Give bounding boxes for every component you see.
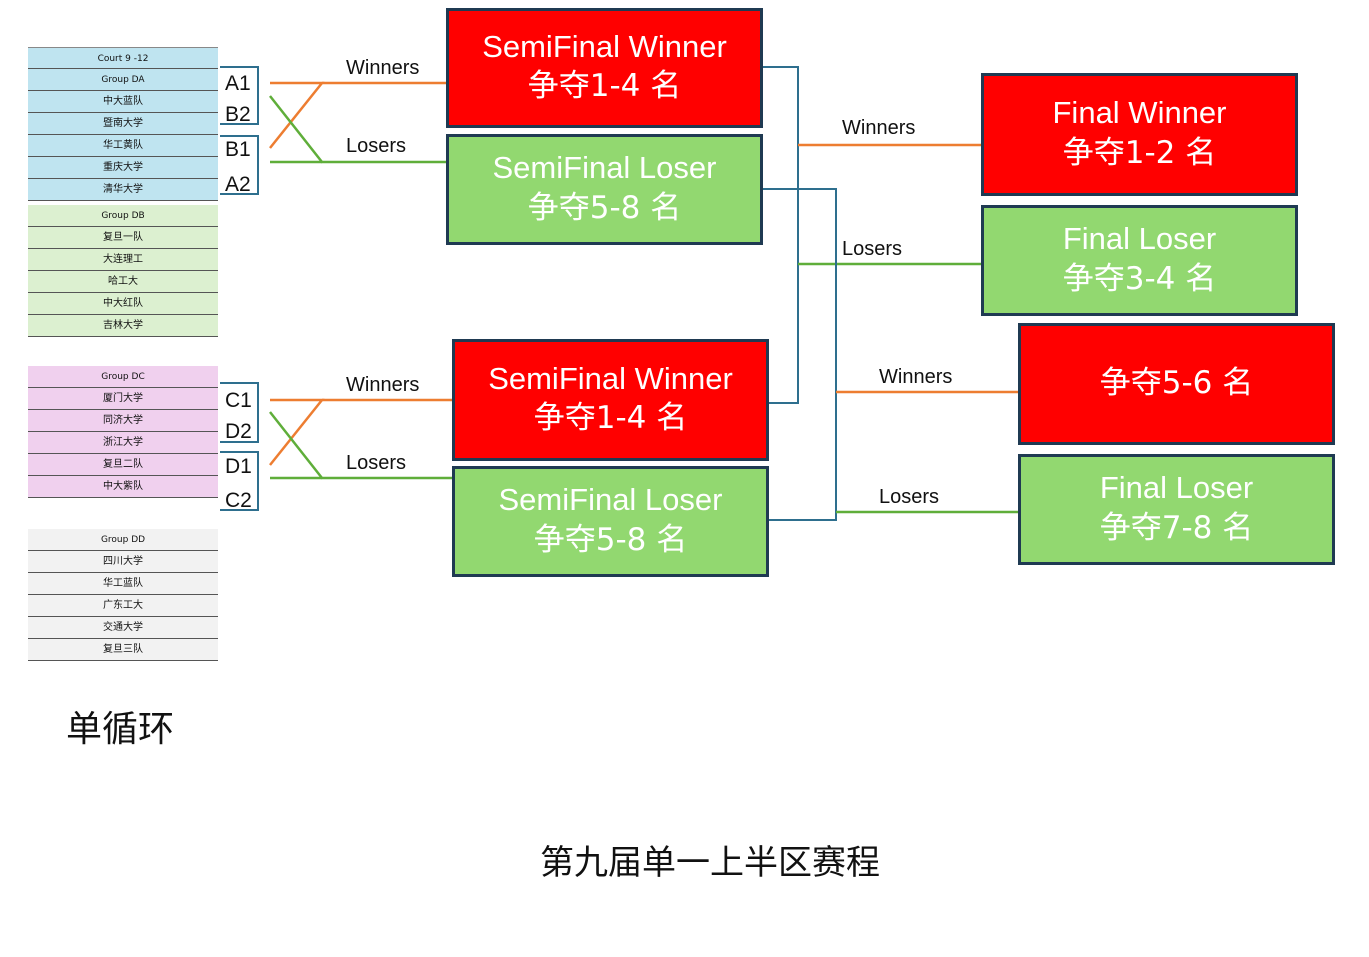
box-subtitle: 争夺1-4 名 bbox=[533, 400, 688, 437]
group-team-row: 复旦一队 bbox=[28, 227, 218, 249]
losers-label-bottom: Losers bbox=[346, 452, 407, 474]
winners-line-bottom bbox=[269, 398, 325, 466]
final-loser-34-box: Final Loser 争夺3-4 名 bbox=[981, 205, 1298, 316]
box-title: Final Winner bbox=[1052, 95, 1227, 131]
group-team-row: 四川大学 bbox=[28, 551, 218, 573]
winners-label-placement: Winners bbox=[879, 366, 953, 388]
box-title: Final Loser bbox=[1062, 221, 1217, 257]
seed-bracket-a1-b2 bbox=[220, 66, 259, 125]
sf-losers-connector bbox=[762, 188, 837, 521]
winners-label-final: Winners bbox=[842, 117, 916, 139]
group-header: Group DB bbox=[28, 205, 218, 227]
box-subtitle: 争夺3-4 名 bbox=[1062, 260, 1217, 297]
group-team-row: 中大紫队 bbox=[28, 476, 218, 498]
winners-label-bottom: Winners bbox=[346, 374, 420, 396]
seed-a1: A1 bbox=[225, 72, 251, 95]
group-table-court: Court 9 -12 bbox=[28, 47, 218, 69]
losers-label-final: Losers bbox=[842, 238, 903, 260]
group-team-row: 暨南大学 bbox=[28, 113, 218, 135]
box-subtitle: 争夺1-4 名 bbox=[527, 68, 682, 105]
final-loser-78-box: Final Loser 争夺7-8 名 bbox=[1018, 454, 1335, 565]
box-title: SemiFinal Loser bbox=[492, 150, 717, 186]
box-subtitle: 争夺7-8 名 bbox=[1099, 509, 1254, 546]
winners-line-top bbox=[269, 81, 325, 149]
semifinal-winner-top-box: SemiFinal Winner 争夺1-4 名 bbox=[446, 8, 763, 128]
box-title: 争夺5-6 名 bbox=[1099, 365, 1254, 402]
group-header: Group DA bbox=[28, 69, 218, 91]
group-team-row: 厦门大学 bbox=[28, 388, 218, 410]
seed-b1: B1 bbox=[225, 138, 251, 161]
final-winner-box: Final Winner 争夺1-2 名 bbox=[981, 73, 1298, 196]
semifinal-winner-bottom-box: SemiFinal Winner 争夺1-4 名 bbox=[452, 339, 769, 461]
group-header: Court 9 -12 bbox=[28, 47, 218, 69]
winners-label-top: Winners bbox=[346, 57, 420, 79]
group-header: Group DD bbox=[28, 529, 218, 551]
group-team-row: 交通大学 bbox=[28, 617, 218, 639]
box-subtitle: 争夺5-8 名 bbox=[533, 521, 688, 558]
seed-d2: D2 bbox=[225, 420, 252, 443]
round-robin-label: 单循环 bbox=[66, 709, 175, 750]
seed-c2: C2 bbox=[225, 489, 252, 512]
group-team-row: 华工黄队 bbox=[28, 135, 218, 157]
group-team-row: 广东工大 bbox=[28, 595, 218, 617]
seed-d1: D1 bbox=[225, 455, 252, 478]
group-team-row: 吉林大学 bbox=[28, 315, 218, 337]
place-56-box: 争夺5-6 名 bbox=[1018, 323, 1335, 445]
group-team-row: 复旦三队 bbox=[28, 639, 218, 661]
losers-label-placement: Losers bbox=[879, 486, 940, 508]
page-caption: 第九届单一上半区赛程 bbox=[540, 843, 880, 883]
group-team-row: 清华大学 bbox=[28, 179, 218, 201]
seed-bracket-d1-c2 bbox=[220, 451, 259, 511]
box-title: SemiFinal Winner bbox=[482, 28, 727, 64]
group-team-row: 重庆大学 bbox=[28, 157, 218, 179]
box-subtitle: 争夺1-2 名 bbox=[1062, 134, 1217, 171]
group-team-row: 哈工大 bbox=[28, 271, 218, 293]
box-title: Final Loser bbox=[1099, 470, 1254, 506]
group-header: Group DC bbox=[28, 366, 218, 388]
semifinal-loser-bottom-box: SemiFinal Loser 争夺5-8 名 bbox=[452, 466, 769, 577]
sf-winners-connector bbox=[762, 66, 799, 404]
seed-bracket-b1-a2 bbox=[220, 135, 259, 195]
losers-label-top: Losers bbox=[346, 135, 407, 157]
group-team-row: 中大蓝队 bbox=[28, 91, 218, 113]
box-title: SemiFinal Winner bbox=[488, 360, 733, 396]
seed-c1: C1 bbox=[225, 389, 252, 412]
box-title: SemiFinal Loser bbox=[498, 482, 723, 518]
group-team-row: 华工蓝队 bbox=[28, 573, 218, 595]
group-team-row: 同济大学 bbox=[28, 410, 218, 432]
group-team-row: 大连理工 bbox=[28, 249, 218, 271]
seed-a2: A2 bbox=[225, 173, 251, 196]
seed-bracket-c1-d2 bbox=[220, 382, 259, 443]
group-team-row: 中大红队 bbox=[28, 293, 218, 315]
seed-b2: B2 bbox=[225, 103, 251, 126]
group-team-row: 复旦二队 bbox=[28, 454, 218, 476]
box-subtitle: 争夺5-8 名 bbox=[527, 189, 682, 226]
semifinal-loser-top-box: SemiFinal Loser 争夺5-8 名 bbox=[446, 134, 763, 245]
group-team-row: 浙江大学 bbox=[28, 432, 218, 454]
